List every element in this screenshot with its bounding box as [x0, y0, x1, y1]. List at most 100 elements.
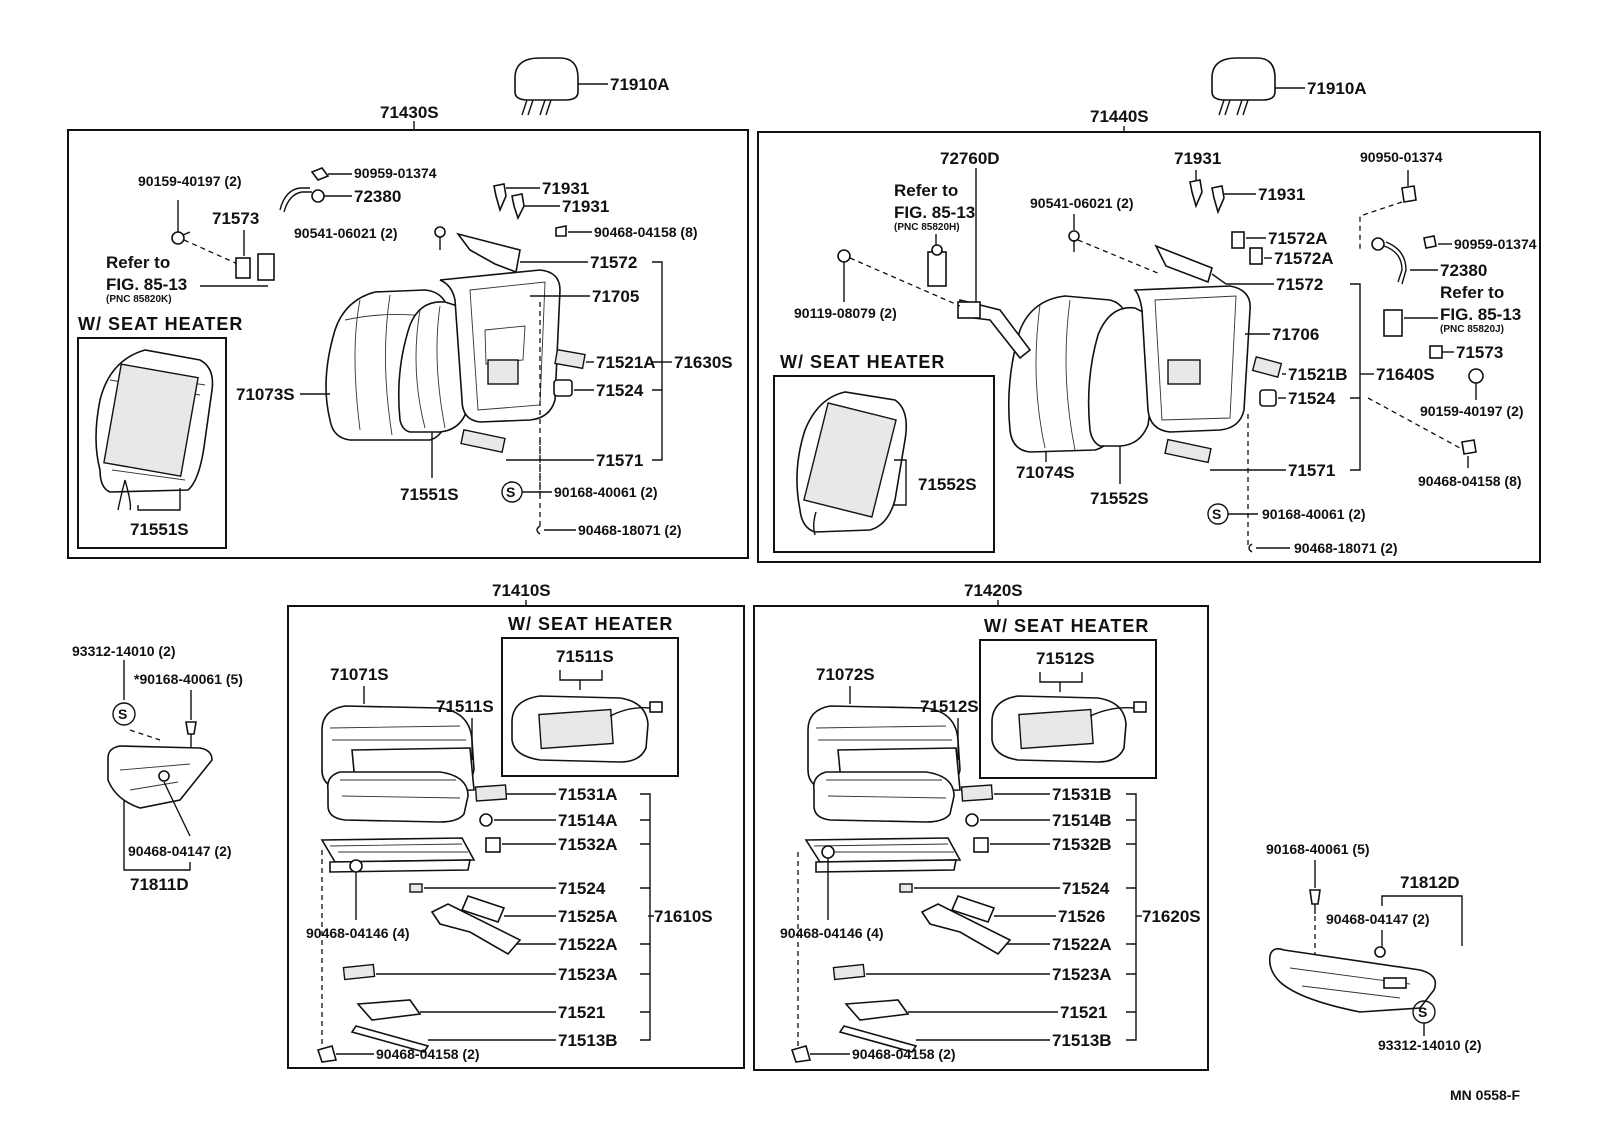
pad-71521-lh: [844, 999, 910, 1021]
label-71514A: 71514A: [558, 811, 618, 830]
label-71630S: 71630S: [674, 353, 733, 372]
label-71511S: 71511S: [436, 697, 494, 716]
pad-71514B: [965, 813, 979, 827]
bolt-90159-lh: [1468, 368, 1484, 384]
pad-71524-rh: [553, 379, 573, 397]
label-90959-rh: 90959-01374: [354, 165, 437, 181]
label-71931-rh-a: 71931: [542, 179, 589, 198]
label-90468-lh-shield: 90468-04147 (2): [1326, 911, 1430, 927]
label-heater-lh-cushion: W/ SEAT HEATER: [984, 616, 1149, 636]
label-heater-lh-back: W/ SEAT HEATER: [780, 352, 945, 372]
label-90468-04146-lh: 90468-04146 (4): [780, 925, 884, 941]
label-71521-rh: 71521: [558, 1003, 605, 1022]
label-71531B: 71531B: [1052, 785, 1112, 804]
heater-pad-rh-back: [95, 349, 214, 511]
label-71524-rh: 71524: [596, 381, 644, 400]
bolt-90468-04146-rh: [349, 859, 363, 920]
label-71514B: 71514B: [1052, 811, 1112, 830]
label-90168-rh-back: 90168-40061 (2): [554, 484, 658, 500]
release-cable-72380-lh: [1371, 235, 1437, 285]
box-lh-back-heater: [773, 375, 995, 553]
label-71524-lh: 71524: [1288, 389, 1336, 408]
headrest-lh: [1211, 57, 1305, 116]
label-71420S: 71420S: [964, 581, 1023, 600]
label-71074S: 71074S: [1016, 463, 1075, 482]
s-mark-lh-back: S: [1212, 506, 1221, 522]
label-heater-rh-cushion: W/ SEAT HEATER: [508, 614, 673, 634]
pad-71531A: [474, 784, 508, 802]
s-mark-lh-shield: S: [1418, 1004, 1427, 1020]
label-71521B-lh: 71521B: [1288, 365, 1348, 384]
label-93312-rh: 93312-14010 (2): [72, 643, 176, 659]
pad-71524-lh-cushion: [899, 883, 913, 893]
label-71532B: 71532B: [1052, 835, 1112, 854]
label-71610S: 71610S: [654, 907, 713, 926]
board-71572-rh: [455, 232, 521, 274]
label-71512S: 71512S: [920, 697, 979, 716]
heater-pad-lh-back: [796, 391, 908, 536]
label-71522A-rh: 71522A: [558, 935, 618, 954]
label-refer-lh-2: FIG. 85-13: [894, 203, 975, 222]
label-72380-rh: 72380: [354, 187, 401, 206]
label-71513B-lh: 71513B: [1052, 1031, 1112, 1050]
label-refer-rh-2: FIG. 85-13: [106, 275, 187, 294]
pad-71521A-rh: [554, 348, 586, 370]
seatback-frame-71705: [439, 269, 561, 423]
pad-71532B: [973, 837, 989, 853]
clip-90468-04158-rh: [316, 1045, 338, 1063]
clip-90950-lh: [1401, 185, 1417, 203]
label-71513B-rh: 71513B: [558, 1031, 618, 1050]
label-71525A: 71525A: [558, 907, 618, 926]
cushion-pad-71511S: [326, 771, 469, 823]
label-71532A: 71532A: [558, 835, 618, 854]
bolt-90159-rh: [171, 200, 191, 245]
label-71440S: 71440S: [1090, 107, 1149, 126]
pad-71521B-lh: [1251, 356, 1283, 378]
cushion-pad-71512S: [812, 771, 955, 823]
pad-71525A: [460, 895, 506, 923]
label-71910A-lh: 71910A: [1307, 79, 1367, 98]
drawing-code: MN 0558-F: [1450, 1087, 1520, 1103]
label-71931-lh-a: 71931: [1174, 149, 1221, 168]
s-mark-rh-back: S: [506, 484, 515, 500]
pad-71521-rh: [356, 999, 422, 1021]
release-cable-72380-rh: [279, 167, 330, 213]
board-71572-lh: [1154, 244, 1213, 284]
label-71523A-lh: 71523A: [1052, 965, 1112, 984]
label-71521-lh: 71521: [1060, 1003, 1107, 1022]
label-71073S: 71073S: [236, 385, 295, 404]
label-71572-rh: 71572: [590, 253, 637, 272]
clip-90468-8-lh: [1461, 439, 1477, 455]
label-71811D: 71811D: [130, 875, 189, 894]
screw-90119-lh: [837, 249, 851, 263]
box-rh-seat-back: [67, 129, 749, 559]
label-71931-lh-b: 71931: [1258, 185, 1305, 204]
bolt-90468-04146-lh: [821, 845, 835, 920]
label-72760D: 72760D: [940, 149, 1000, 168]
label-71522A-lh: 71522A: [1052, 935, 1112, 954]
pad-71571-lh: [1164, 438, 1212, 464]
label-71521A-rh: 71521A: [596, 353, 656, 372]
label-71523A-rh: 71523A: [558, 965, 618, 984]
pad-71524-lh: [1259, 389, 1277, 407]
label-71573-lh: 71573: [1456, 343, 1503, 362]
label-71512S-heater: 71512S: [1036, 649, 1095, 668]
release-knob-71573-rh: [235, 253, 275, 281]
pad-71572A-lh: [1231, 231, 1263, 265]
label-72380-lh: 72380: [1440, 261, 1487, 280]
s-mark-rh-shield: S: [118, 706, 127, 722]
seatback-frame-71706: [1133, 285, 1251, 433]
label-90468-04158-rh: 90468-04158 (2): [376, 1046, 480, 1062]
label-90159-rh: 90159-40197 (2): [138, 173, 242, 189]
label-90468-rh-shield: 90468-04147 (2): [128, 843, 232, 859]
box-rh-cushion-heater: [501, 637, 679, 777]
label-71640S: 71640S: [1376, 365, 1435, 384]
label-71531A: 71531A: [558, 785, 618, 804]
label-90468-04158-lh: 90468-04158 (2): [852, 1046, 956, 1062]
label-71524-rh-cushion: 71524: [558, 879, 606, 898]
label-71551S-heater: 71551S: [130, 520, 189, 539]
clip-90468-04158-lh: [790, 1045, 812, 1063]
label-refer-lh-pnc: (PNC 85820J): [1440, 324, 1504, 335]
label-refer-lh-r-2: FIG. 85-13: [1440, 305, 1521, 324]
